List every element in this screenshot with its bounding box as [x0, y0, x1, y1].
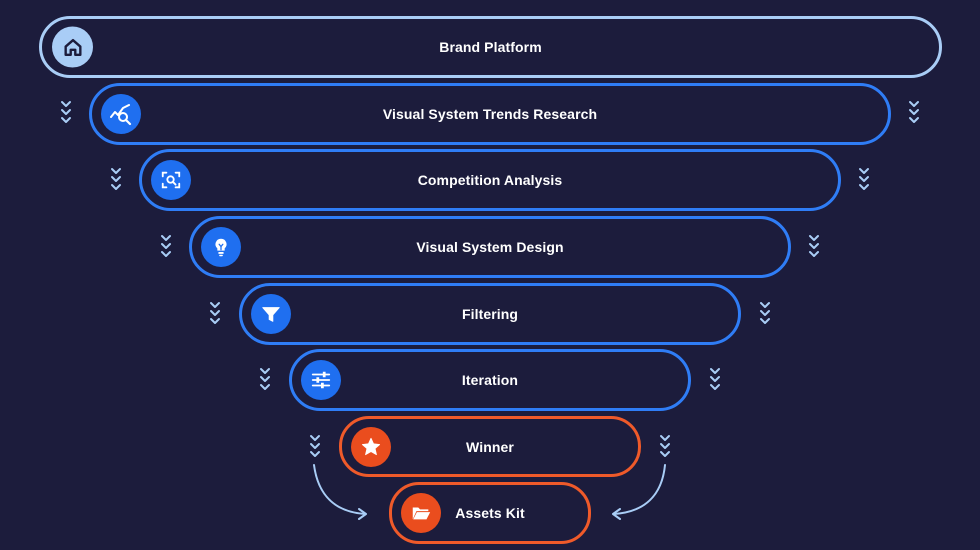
scan-search-icon	[151, 160, 191, 200]
chevron-down-icon	[909, 101, 919, 123]
chevron-down-icon	[260, 368, 270, 390]
filter-icon	[251, 294, 291, 334]
right-curved-arrow	[613, 464, 666, 515]
stage-label: Filtering	[461, 306, 519, 322]
chevron-down-icon	[161, 235, 171, 257]
stage-filtering: Filtering	[239, 283, 741, 345]
stage-label: Brand Platform	[439, 39, 542, 55]
stage-label: Visual System Design	[416, 239, 564, 255]
stage-label: Competition Analysis	[417, 172, 563, 188]
trend-search-icon	[101, 94, 141, 134]
chevron-down-icon	[61, 101, 71, 123]
stage-winner: Winner	[339, 416, 641, 477]
stage-label: Iteration	[461, 372, 519, 388]
chevron-down-icon	[760, 302, 770, 324]
stage-label: Assets Kit	[455, 505, 525, 521]
chevron-down-icon	[310, 435, 320, 457]
chevron-down-icon	[710, 368, 720, 390]
chevron-down-icon	[809, 235, 819, 257]
stage-visual-system-design: Visual System Design	[189, 216, 791, 278]
stage-assets-kit: Assets Kit	[389, 482, 591, 544]
star-icon	[351, 426, 391, 467]
stage-iteration: Iteration	[289, 349, 691, 411]
folder-icon	[401, 493, 441, 533]
left-curved-arrow	[313, 464, 366, 515]
chevron-down-icon	[660, 435, 670, 457]
chevron-down-icon	[111, 168, 121, 190]
home-icon	[52, 26, 93, 68]
sliders-icon	[301, 360, 341, 400]
lightbulb-icon	[201, 227, 241, 267]
stage-competition-analysis: Competition Analysis	[139, 149, 841, 211]
stage-brand-platform: Brand Platform	[39, 16, 942, 78]
stage-label: Visual System Trends Research	[382, 106, 598, 122]
left-arrowhead	[358, 508, 367, 520]
chevron-down-icon	[210, 302, 220, 324]
stage-trends-research: Visual System Trends Research	[89, 83, 891, 145]
stage-label: Winner	[466, 438, 514, 455]
right-arrowhead	[612, 508, 621, 520]
chevron-down-icon	[859, 168, 869, 190]
